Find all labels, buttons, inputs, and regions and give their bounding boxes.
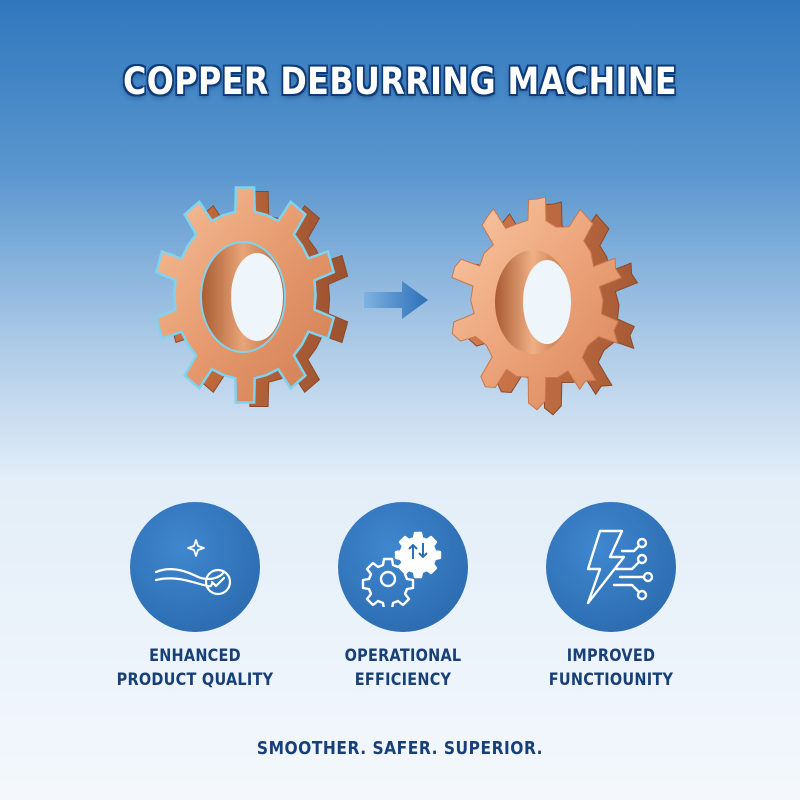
- feature-improved-functionality: IMPROVED FUNCTIOUNITY: [511, 502, 711, 692]
- lightning-circuit-icon: [546, 502, 676, 632]
- feature-enhanced-quality: ENHANCED PRODUCT QUALITY: [95, 502, 295, 692]
- deburred-copper-gear-icon: [425, 180, 660, 420]
- clean-copper-gear-icon: [120, 170, 370, 420]
- feature-3-line-2: FUNCTIOUNITY: [548, 670, 674, 690]
- page-title: COPPER DEBURRING MACHINE: [122, 60, 678, 103]
- feature-3-line-1: IMPROVED: [566, 646, 656, 666]
- feature-operational-efficiency: OPERATIONAL EFFICIENCY: [303, 502, 503, 692]
- feature-1-line-1: ENHANCED: [149, 646, 241, 666]
- right-arrow-icon: [362, 277, 430, 323]
- feature-1-line-2: PRODUCT QUALITY: [116, 670, 274, 690]
- feature-2-line-1: OPERATIONAL: [344, 646, 462, 666]
- feature-2-line-2: EFFICIENCY: [354, 670, 452, 690]
- smooth-surface-check-icon: [130, 502, 260, 632]
- gears-icon: [338, 502, 468, 632]
- tagline: SMOOTHER. SAFER. SUPERIOR.: [256, 738, 544, 759]
